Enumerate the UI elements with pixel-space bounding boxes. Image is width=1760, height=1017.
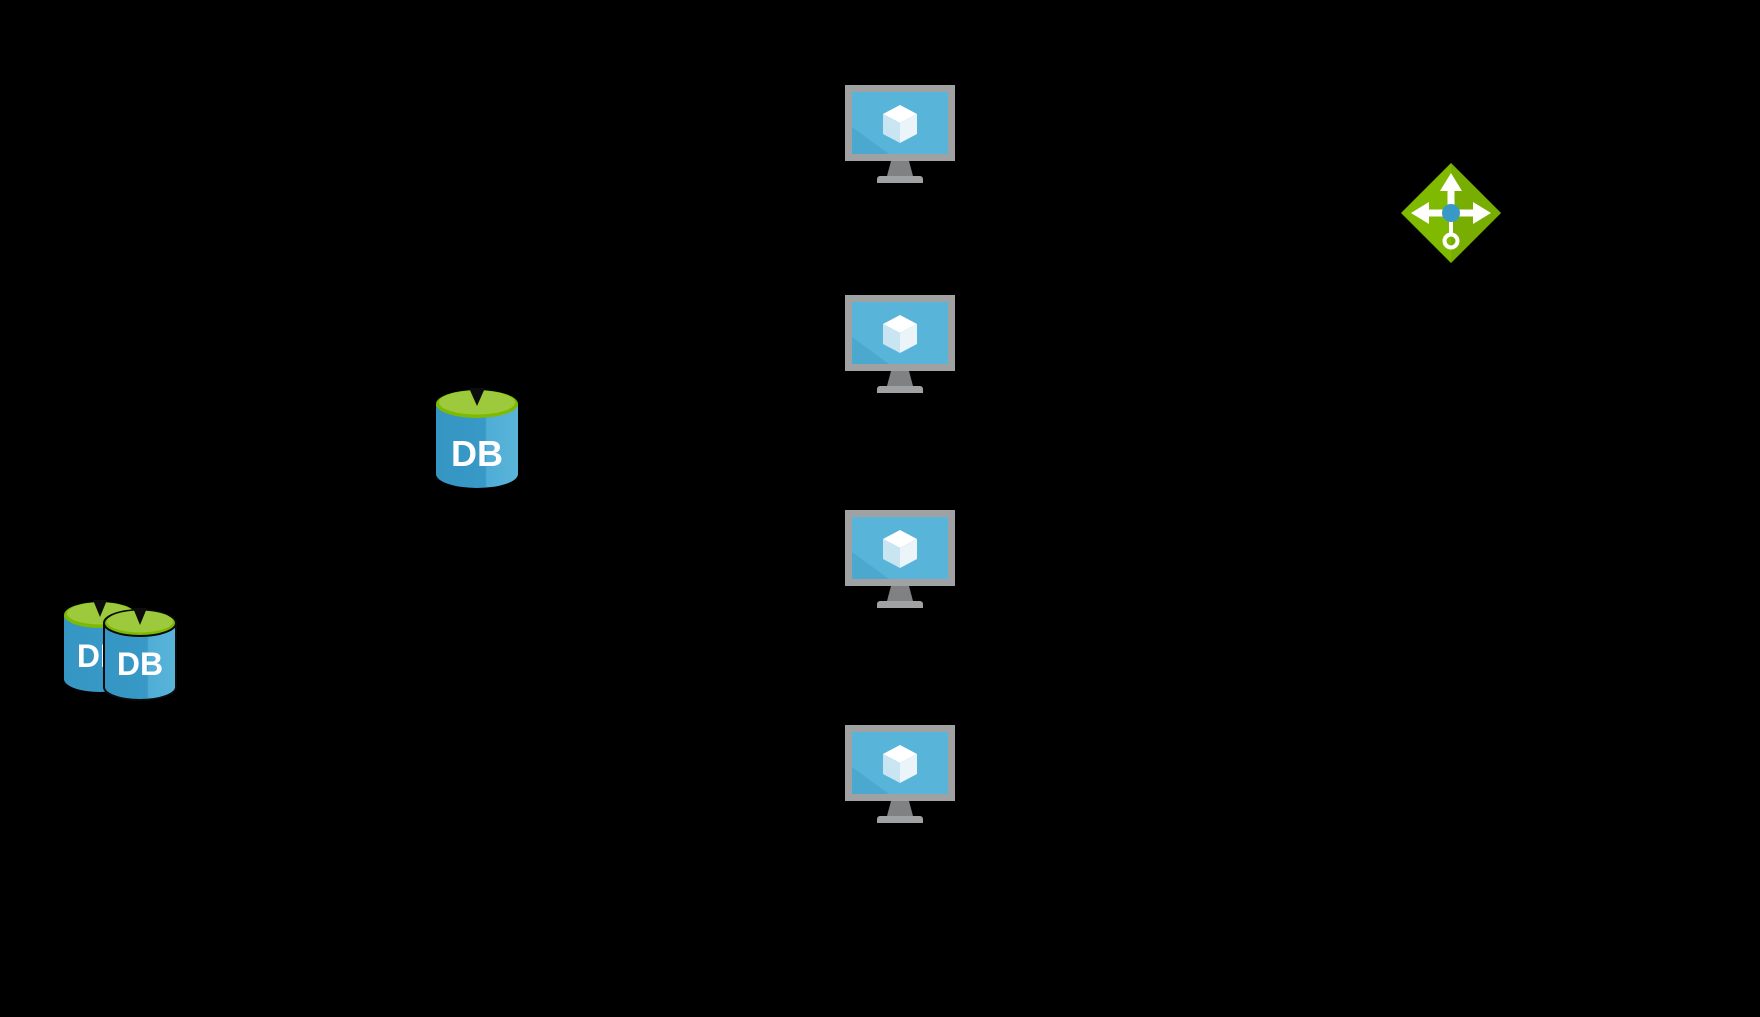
db-notch [133, 608, 147, 625]
db-notch [469, 388, 485, 406]
db-front-label: DB [117, 646, 163, 682]
database-stack-icon: DB DB [64, 600, 177, 701]
db-notch [93, 600, 107, 617]
database-node: DB [434, 388, 520, 490]
load-balancer-node [1399, 161, 1503, 265]
vm-icon [845, 85, 955, 183]
database-icon: DB [436, 388, 518, 488]
vm-node-4 [845, 725, 955, 827]
arrow-left-icon [1411, 202, 1429, 224]
database-stack-node: DB DB [60, 597, 180, 710]
lb-endpoint-ring [1442, 232, 1460, 250]
db-label: DB [451, 433, 503, 474]
load-balancer-icon [1401, 163, 1501, 263]
arrow-right-icon [1473, 202, 1491, 224]
vm-icon [845, 725, 955, 823]
vm-node-1 [845, 85, 955, 187]
vm-icon [845, 510, 955, 608]
arrow-up-icon [1440, 173, 1462, 191]
vm-node-2 [845, 295, 955, 397]
lb-center-dot [1442, 204, 1460, 222]
vm-node-3 [845, 510, 955, 612]
vm-icon [845, 295, 955, 393]
